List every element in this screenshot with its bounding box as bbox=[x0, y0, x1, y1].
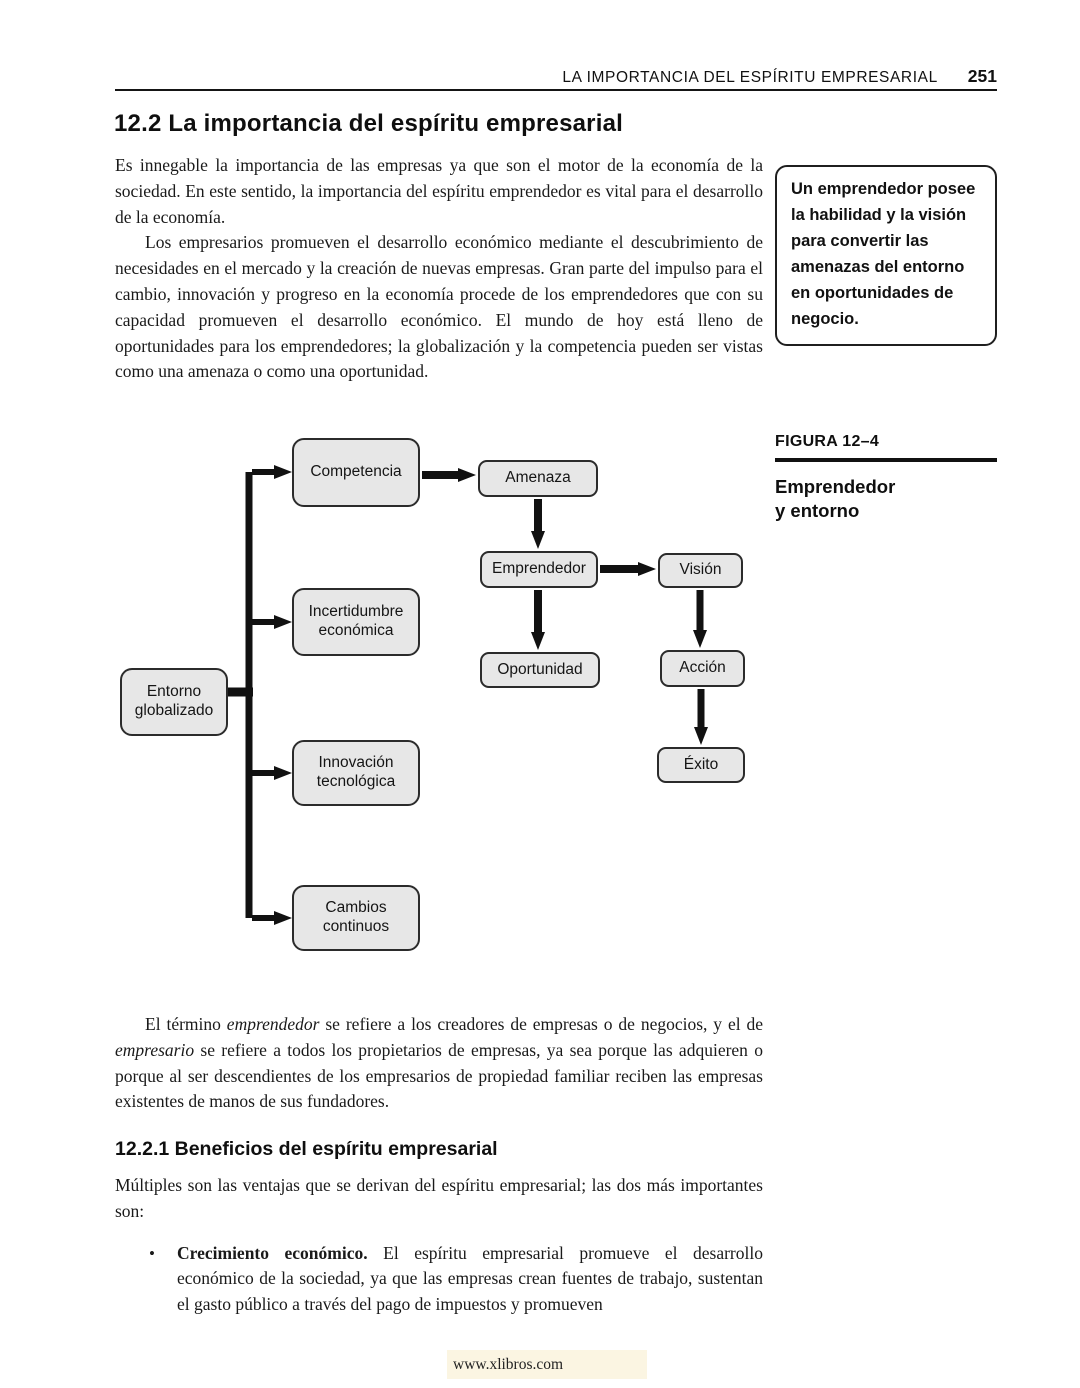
diagram-node-vision: Visión bbox=[658, 553, 743, 588]
figure-rule bbox=[775, 458, 997, 462]
diagram-node-innovacion: Innovación tecnológica bbox=[292, 740, 420, 806]
figure-caption-line2: y entorno bbox=[775, 500, 860, 521]
term-empresario-italic: empresario bbox=[115, 1039, 195, 1060]
diagram-arrows bbox=[228, 465, 708, 925]
diagram-node-oportunidad: Oportunidad bbox=[480, 652, 600, 688]
footer-url: www.xlibros.com bbox=[453, 1355, 564, 1373]
margin-callout-box: Un emprendedor posee la habilidad y la v… bbox=[775, 165, 997, 346]
bullet-body: Crecimiento económico. El espíritu empre… bbox=[177, 1241, 763, 1318]
diagram-node-entorno-globalizado: Entorno globalizado bbox=[120, 668, 228, 736]
term-paragraph-part2: se refiere a los creadores de empresas o… bbox=[319, 1014, 764, 1034]
diagram-node-amenaza: Amenaza bbox=[478, 460, 598, 497]
bullet-item: • Crecimiento económico. El espíritu emp… bbox=[115, 1241, 763, 1318]
figure-caption: Emprendedor y entorno bbox=[775, 475, 997, 523]
figure-label: FIGURA 12–4 bbox=[775, 433, 880, 450]
subsection-title: 12.2.1 Beneficios del espíritu empresari… bbox=[115, 1138, 498, 1161]
term-paragraph: El término emprendedor se refiere a los … bbox=[115, 1012, 763, 1115]
intro-paragraph-1: Es innegable la importancia de las empre… bbox=[115, 155, 763, 227]
figure-caption-line1: Emprendedor bbox=[775, 476, 896, 497]
section-title: 12.2 La importancia del espíritu empresa… bbox=[114, 110, 624, 137]
diagram-node-exito: Éxito bbox=[657, 747, 745, 783]
intro-text-column: Es innegable la importancia de las empre… bbox=[115, 153, 763, 385]
footer-highlight-band: www.xlibros.com bbox=[447, 1350, 647, 1379]
diagram-node-cambios: Cambios continuos bbox=[292, 885, 420, 951]
header-rule bbox=[115, 89, 997, 91]
diagram-node-emprendedor: Emprendedor bbox=[480, 551, 598, 588]
figure-12-4-diagram: Entorno globalizado Competencia Incertid… bbox=[110, 430, 770, 975]
body-text-column: El término emprendedor se refiere a los … bbox=[115, 1012, 763, 1318]
diagram-node-incertidumbre: Incertidumbre económica bbox=[292, 588, 420, 656]
bullet-marker: • bbox=[149, 1243, 155, 1263]
term-paragraph-part1: El término bbox=[145, 1014, 227, 1034]
term-emprendedor-italic: emprendedor bbox=[226, 1014, 320, 1034]
subsection-intro: Múltiples son las ventajas que se deriva… bbox=[115, 1174, 763, 1221]
margin-callout-text: Un emprendedor posee la habilidad y la v… bbox=[791, 180, 976, 328]
bullet-lead: Crecimiento económico. bbox=[177, 1242, 368, 1263]
running-head: LA IMPORTANCIA DEL ESPÍRITU EMPRESARIAL 2… bbox=[115, 66, 997, 87]
term-paragraph-part3: se refiere a todos los propietarios de e… bbox=[115, 1039, 763, 1112]
figure-label-block: FIGURA 12–4 Emprendedor y entorno bbox=[775, 433, 997, 523]
intro-paragraph-2: Los empresarios promueven el desarrollo … bbox=[115, 232, 763, 382]
running-head-title: LA IMPORTANCIA DEL ESPÍRITU EMPRESARIAL bbox=[562, 69, 938, 86]
diagram-node-competencia: Competencia bbox=[292, 438, 420, 507]
page-number: 251 bbox=[967, 66, 997, 86]
bullet-text: El espíritu empresarial promueve el desa… bbox=[177, 1242, 763, 1315]
diagram-node-accion: Acción bbox=[660, 650, 745, 687]
